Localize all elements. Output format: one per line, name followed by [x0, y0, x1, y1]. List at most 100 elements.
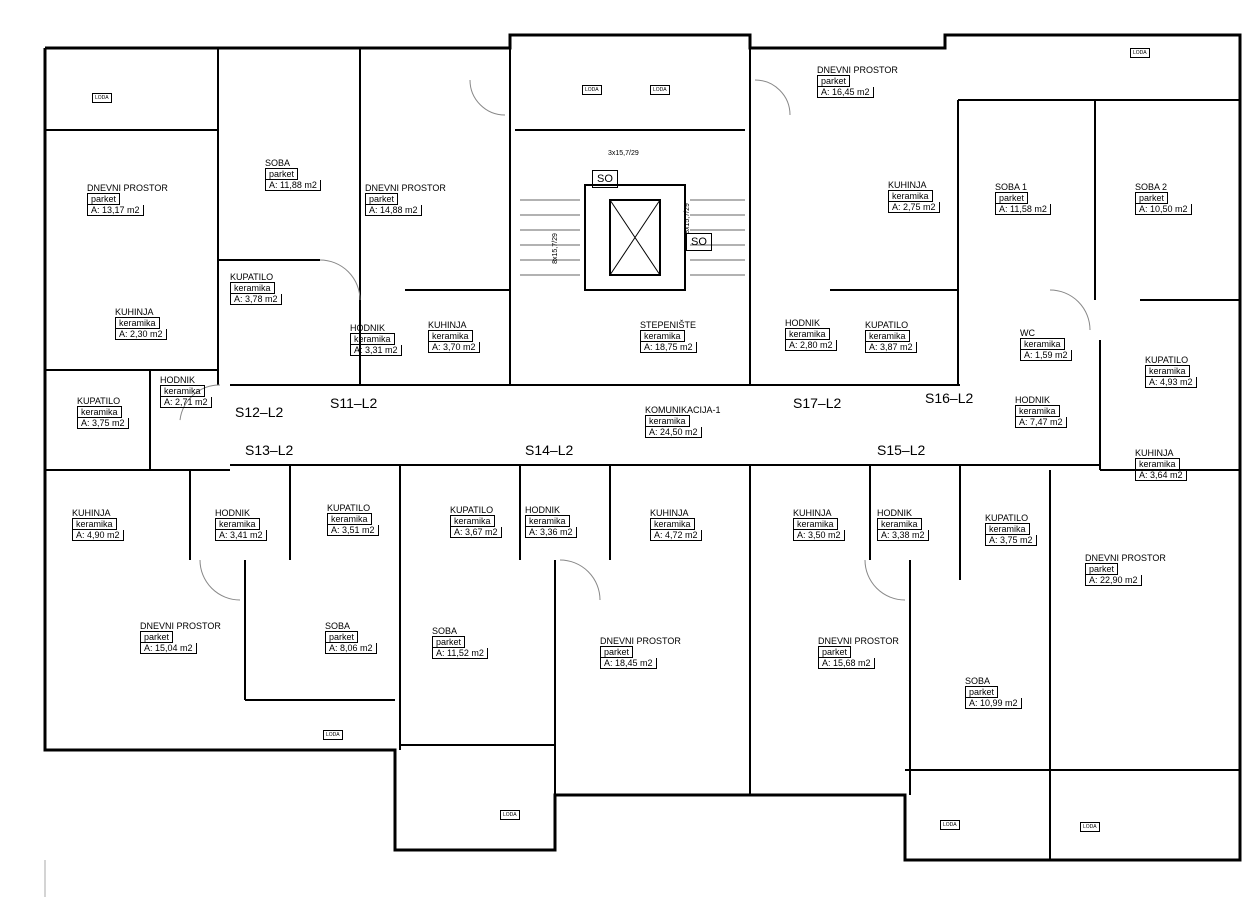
room-area: A: 3,38 m2 [877, 530, 929, 541]
room-area: A: 4,93 m2 [1145, 377, 1197, 388]
room-area: A: 3,31 m2 [350, 345, 402, 356]
room-name: DNEVNI PROSTOR [1085, 553, 1166, 563]
room-area: A: 24,50 m2 [645, 427, 702, 438]
stair-annotation: 8x15,7/29 [551, 233, 559, 264]
loggia-label: LODA [323, 730, 343, 740]
room-name: DNEVNI PROSTOR [365, 183, 446, 193]
door-swings [179, 79, 1091, 601]
room-material: keramika [650, 518, 695, 530]
room-material: keramika [215, 518, 260, 530]
room-material: parket [87, 193, 121, 205]
room-name: SOBA [965, 676, 991, 686]
room-material: keramika [160, 385, 205, 397]
room-area: A: 3,51 m2 [327, 525, 379, 536]
room-area: A: 2,30 m2 [115, 329, 167, 340]
room-name: HODNIK [160, 375, 196, 385]
room-name: KUHINJA [1135, 448, 1174, 458]
room-area: A: 13,17 m2 [87, 205, 144, 216]
room-area: A: 3,70 m2 [428, 342, 480, 353]
room-material: keramika [115, 317, 160, 329]
room-name: DNEVNI PROSTOR [87, 183, 168, 193]
room-area: A: 3,41 m2 [215, 530, 267, 541]
loggia-label: LODA [92, 93, 112, 103]
room-material: parket [600, 646, 634, 658]
room-name: STEPENIŠTE [640, 320, 697, 330]
room-area: A: 1,59 m2 [1020, 350, 1072, 361]
unit-label: S16–L2 [925, 390, 974, 406]
room-area: A: 16,45 m2 [817, 87, 874, 98]
room-material: keramika [450, 515, 495, 527]
room-name: SOBA [265, 158, 291, 168]
room-area: A: 10,99 m2 [965, 698, 1022, 709]
room-name: HODNIK [525, 505, 561, 515]
room-material: keramika [72, 518, 117, 530]
room-name: HODNIK [785, 318, 821, 328]
loggia-label: LODA [1080, 822, 1100, 832]
room-name: KUPATILO [1145, 355, 1189, 365]
room-material: keramika [640, 330, 685, 342]
room-material: keramika [350, 333, 395, 345]
room-area: A: 3,36 m2 [525, 527, 577, 538]
room-name: SOBA [325, 621, 351, 631]
room-area: A: 11,58 m2 [995, 204, 1051, 215]
room-name: HODNIK [877, 508, 913, 518]
unit-label: S15–L2 [877, 442, 926, 458]
room-name: KUPATILO [327, 503, 371, 513]
room-name: SOBA 2 [1135, 182, 1168, 192]
room-name: KUPATILO [77, 396, 121, 406]
unit-label: S14–L2 [525, 442, 574, 458]
room-name: HODNIK [215, 508, 251, 518]
room-name: HODNIK [350, 323, 386, 333]
room-name: KUHINJA [428, 320, 467, 330]
unit-label: S13–L2 [245, 442, 294, 458]
room-material: parket [1085, 563, 1119, 575]
room-material: parket [265, 168, 299, 180]
room-name: KOMUNIKACIJA-1 [645, 405, 721, 415]
room-material: keramika [525, 515, 570, 527]
room-name: DNEVNI PROSTOR [140, 621, 221, 631]
loggia-label: LODA [1130, 48, 1150, 58]
room-area: A: 15,04 m2 [140, 643, 197, 654]
room-area: A: 4,90 m2 [72, 530, 124, 541]
stair-annotation: 3x15,7/29 [608, 150, 639, 157]
room-name: SOBA [432, 626, 458, 636]
room-material: keramika [785, 328, 830, 340]
room-material: parket [818, 646, 852, 658]
shaft-label: SO [592, 170, 618, 188]
loggia-label: LODA [582, 85, 602, 95]
room-material: parket [140, 631, 174, 643]
room-area: A: 2,71 m2 [160, 397, 212, 408]
room-material: parket [365, 193, 399, 205]
stair-treads [520, 199, 745, 276]
room-material: parket [325, 631, 359, 643]
room-area: A: 3,75 m2 [77, 418, 129, 429]
room-area: A: 2,75 m2 [888, 202, 940, 213]
room-material: keramika [645, 415, 690, 427]
room-area: A: 4,72 m2 [650, 530, 702, 541]
room-name: KUHINJA [650, 508, 689, 518]
room-area: A: 3,87 m2 [865, 342, 917, 353]
